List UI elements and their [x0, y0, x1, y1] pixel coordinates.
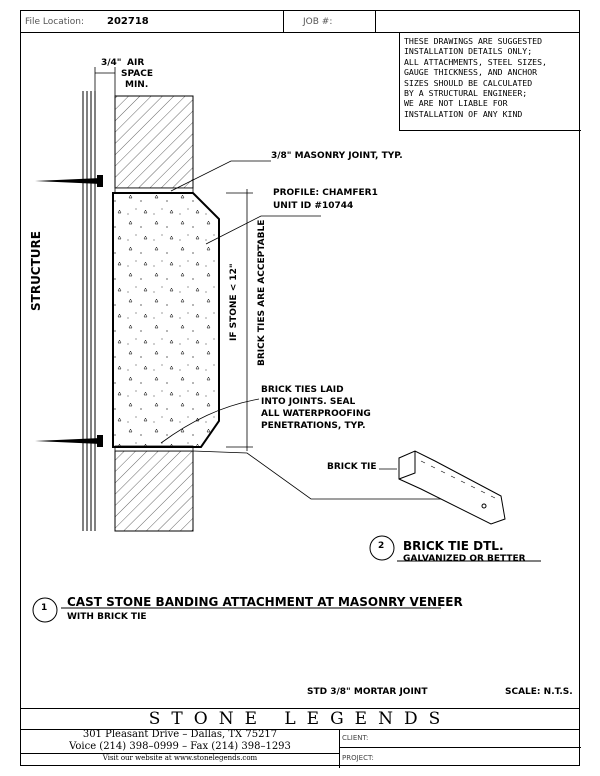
brick-ties-laid-1: BRICK TIES LAID: [261, 385, 344, 395]
leader-lines: [160, 160, 441, 500]
anchor-bottom: [35, 435, 103, 447]
disclaimer-note: THESE DRAWINGS ARE SUGGESTED INSTALLATIO…: [399, 33, 581, 131]
structure-label: STRUCTURE: [29, 231, 43, 311]
client-field: CLIENT:: [339, 729, 581, 748]
brick-ties-laid-3: ALL WATERPROOFING: [261, 409, 371, 419]
scale-note: SCALE: N.T.S.: [505, 687, 573, 697]
brick-veneer-top: [114, 95, 194, 189]
air-space-label-1: AIR: [127, 58, 145, 68]
title-header: File Location: 202718 JOB #:: [21, 11, 579, 33]
detail2-bubble: [369, 535, 395, 561]
masonry-joint-label: 3/8" MASONRY JOINT, TYP.: [271, 151, 403, 161]
detail1-number: 1: [41, 603, 48, 613]
detail2-number: 2: [378, 541, 385, 551]
company-address: 301 Pleasant Drive – Dallas, TX 75217: [82, 729, 278, 740]
title-block: STONE LEGENDS 301 Pleasant Drive – Dalla…: [21, 708, 581, 768]
structure-wall: [82, 91, 96, 531]
company-address-block: 301 Pleasant Drive – Dallas, TX 75217 Vo…: [21, 729, 340, 768]
section-drawing: [32, 67, 541, 623]
brick-ties-laid-2: INTO JOINTS. SEAL: [261, 397, 356, 407]
brick-tie-detail: [398, 450, 506, 525]
air-space-label-3: MIN.: [125, 80, 149, 90]
brick-tie-label: BRICK TIE: [327, 462, 377, 472]
drawing-sheet: File Location: 202718 JOB #: THESE DRAWI…: [20, 10, 581, 768]
job-label: JOB #:: [303, 17, 333, 27]
brick-ties-laid-4: PENETRATIONS, TYP.: [261, 421, 366, 431]
profile-label: PROFILE: CHAMFER1: [273, 188, 378, 198]
detail1-title: CAST STONE BANDING ATTACHMENT AT MASONRY…: [67, 595, 463, 609]
unit-id-label: UNIT ID #10744: [273, 201, 354, 211]
anchor-top: [35, 175, 103, 187]
air-space-dimension: [94, 67, 116, 96]
company-name: STONE LEGENDS: [21, 709, 579, 730]
brick-veneer-bottom: [114, 450, 194, 532]
detail2-subtitle: GALVANIZED OR BETTER: [403, 554, 526, 564]
file-location-label: File Location:: [25, 17, 85, 27]
air-space-fraction: 3/4": [101, 58, 122, 68]
height-dimension: [226, 189, 253, 451]
company-website: Visit our website at www.stonelegends.co…: [21, 753, 339, 763]
brick-ties-acceptable-label: BRICK TIES ARE ACCEPTABLE: [257, 219, 267, 366]
detail1-bubble: [32, 597, 58, 623]
company-phone: Voice (214) 398–0999 – Fax (214) 398–129…: [69, 741, 291, 752]
detail2-title: BRICK TIE DTL.: [403, 539, 504, 553]
file-location-value: 202718: [107, 16, 149, 27]
cast-stone-unit: [112, 192, 220, 448]
air-space-label-2: SPACE: [121, 69, 153, 79]
if-stone-label: IF STONE < 12": [229, 263, 239, 341]
detail1-subtitle: WITH BRICK TIE: [67, 612, 147, 622]
project-field: PROJECT:: [342, 754, 374, 762]
mortar-note: STD 3/8" MORTAR JOINT: [307, 687, 428, 697]
